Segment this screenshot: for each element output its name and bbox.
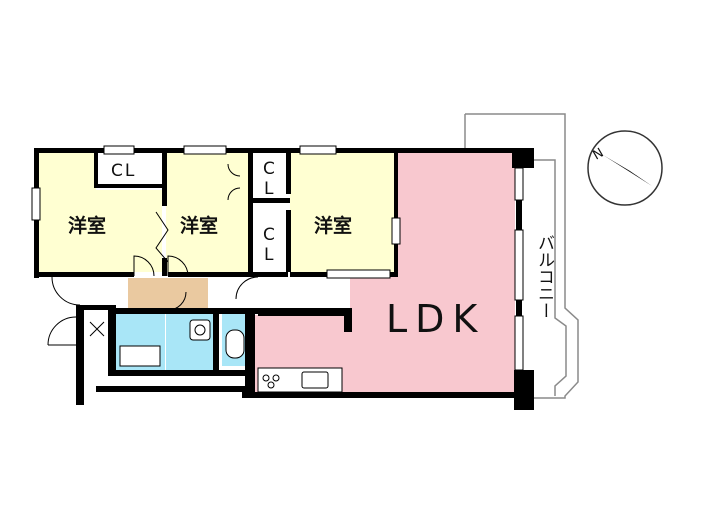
closet-1-fill	[96, 152, 162, 190]
balcony	[464, 113, 579, 399]
closet-2-label-c: C	[263, 159, 275, 179]
western-room-1-label: 洋室	[68, 214, 106, 237]
compass-needle-icon	[603, 155, 652, 186]
closet-1-label: CL	[111, 161, 136, 181]
closet-3-label-l: L	[264, 245, 274, 265]
closet-2-fill	[252, 152, 288, 200]
closet-3-fill	[252, 206, 288, 266]
toilet	[225, 329, 245, 359]
fixtures	[119, 319, 343, 393]
windows	[31, 145, 524, 371]
doors	[47, 163, 259, 346]
ldk-label: LDK	[386, 297, 485, 341]
western-room-2-label: 洋室	[180, 214, 218, 237]
walls	[34, 148, 534, 410]
western-room-2-fill	[166, 152, 250, 272]
closet-3-label-c: C	[263, 225, 275, 245]
balcony-label: バルコニー	[534, 234, 554, 319]
hall-fill	[128, 278, 208, 308]
compass-north-label: N	[591, 146, 607, 164]
bathtub	[119, 345, 161, 367]
closet-2-label-l: L	[264, 179, 274, 199]
western-room-3-label: 洋室	[314, 214, 352, 237]
kitchen-sink	[301, 371, 329, 389]
western-room-3-fill	[290, 152, 395, 272]
compass: N	[587, 130, 663, 206]
